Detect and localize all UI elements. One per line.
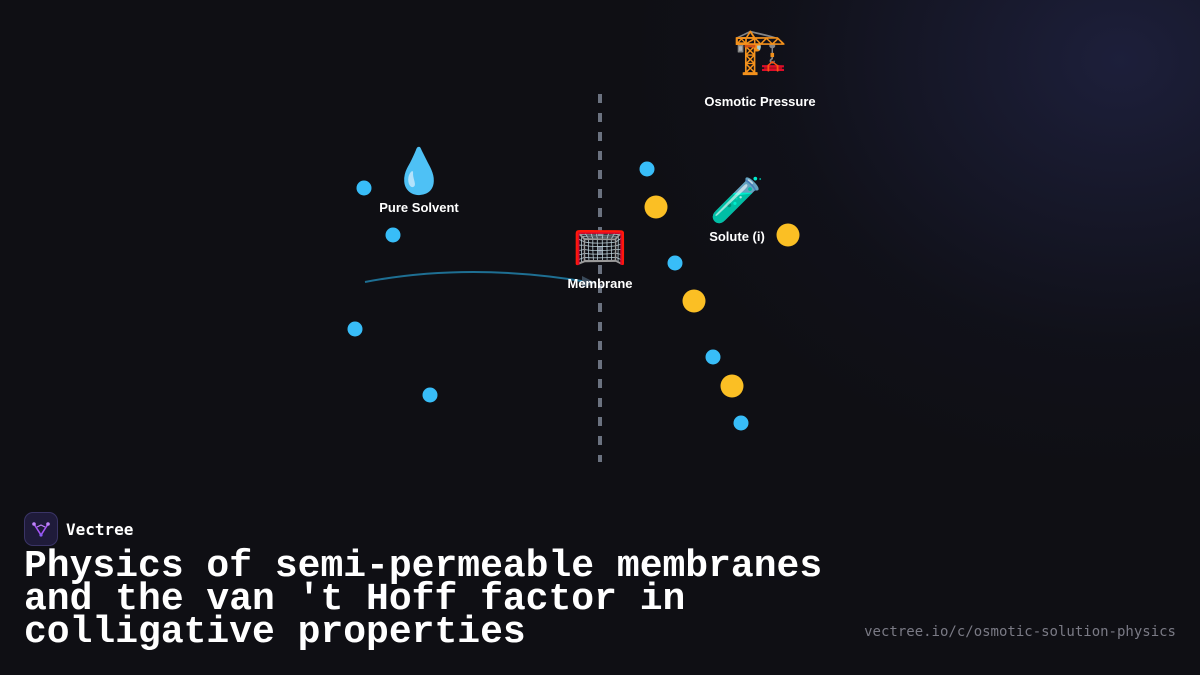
flow-arrow-head	[582, 276, 596, 288]
page-url[interactable]: vectree.io/c/osmotic-solution-physics	[864, 624, 1176, 640]
solvent-particle	[667, 255, 683, 271]
brand: Vectree	[24, 512, 133, 546]
page-title: Physics of semi-permeable membranes and …	[24, 545, 823, 654]
solute-particle	[682, 289, 706, 313]
node-label: Osmotic Pressure	[704, 94, 816, 109]
node-membrane: 🥅 Membrane	[567, 222, 632, 291]
solvent-particle	[639, 161, 655, 177]
flow-arrow-path	[364, 271, 589, 283]
solute-particle	[644, 195, 668, 219]
solvent-particle	[356, 180, 372, 196]
solute-particle	[776, 223, 800, 247]
node-solute: 🧪 Solute (i)	[709, 175, 765, 244]
node-label: Membrane	[567, 276, 633, 291]
droplet-icon: 💧	[391, 146, 447, 197]
construction-crane-icon: 🏗️	[732, 26, 788, 77]
solvent-particle	[422, 387, 438, 403]
node-osmotic-pressure: 🏗️ Osmotic Pressure	[704, 26, 815, 109]
solvent-particle	[385, 227, 401, 243]
solvent-particle	[705, 349, 721, 365]
test-tube-icon: 🧪	[709, 175, 765, 226]
solvent-particle	[347, 321, 363, 337]
solvent-particle	[733, 415, 749, 431]
brand-name: Vectree	[66, 519, 134, 539]
goal-net-icon: 🥅	[572, 222, 628, 273]
vectree-logo-icon	[24, 512, 58, 546]
node-pure-solvent: 💧 Pure Solvent	[379, 146, 458, 215]
node-label: Pure Solvent	[379, 200, 459, 215]
solute-particle	[720, 374, 744, 398]
node-label: Solute (i)	[709, 229, 765, 244]
